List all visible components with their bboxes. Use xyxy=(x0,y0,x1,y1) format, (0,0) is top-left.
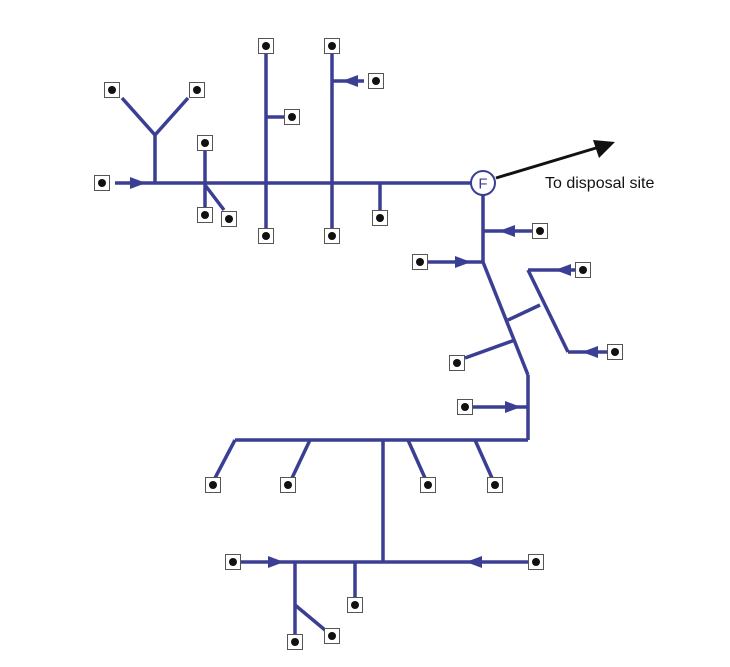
source-node-dot xyxy=(351,601,359,609)
source-node-dot xyxy=(416,258,424,266)
flow-direction-arrow xyxy=(268,556,284,568)
source-node xyxy=(197,135,213,151)
source-node-dot xyxy=(328,632,336,640)
pipe-segment xyxy=(526,269,570,353)
source-node xyxy=(197,207,213,223)
destination-arrow xyxy=(495,140,615,180)
source-node-dot xyxy=(229,558,237,566)
source-node xyxy=(258,228,274,244)
source-node-dot xyxy=(108,86,116,94)
pipe-segment xyxy=(293,603,327,632)
source-node xyxy=(324,38,340,54)
source-node xyxy=(221,211,237,227)
source-node xyxy=(258,38,274,54)
source-node xyxy=(205,477,221,493)
flow-direction-arrow xyxy=(555,264,571,276)
source-node-dot xyxy=(424,481,432,489)
source-nodes xyxy=(94,38,623,650)
flow-direction-arrow xyxy=(582,346,598,358)
flow-direction-arrow xyxy=(499,225,515,237)
source-node-dot xyxy=(284,481,292,489)
source-node-dot xyxy=(491,481,499,489)
pipe-segment xyxy=(481,261,530,376)
flow-direction-arrow xyxy=(505,401,521,413)
filter-node-circle xyxy=(470,170,496,196)
source-node xyxy=(324,628,340,644)
source-node-dot xyxy=(201,211,209,219)
source-node xyxy=(280,477,296,493)
source-node xyxy=(532,223,548,239)
source-node xyxy=(284,109,300,125)
source-node-dot xyxy=(611,348,619,356)
pipe-segment xyxy=(290,439,312,479)
flow-direction-arrow xyxy=(466,556,482,568)
pipe-segment xyxy=(473,439,494,479)
source-node xyxy=(94,175,110,191)
source-node-dot xyxy=(209,481,217,489)
source-node-dot xyxy=(328,42,336,50)
source-node-dot xyxy=(372,77,380,85)
source-node xyxy=(347,597,363,613)
source-node xyxy=(487,477,503,493)
pipe-segment xyxy=(406,439,427,479)
source-node-dot xyxy=(193,86,201,94)
destination-label: To disposal site xyxy=(545,175,654,192)
source-node xyxy=(607,344,623,360)
flow-direction-arrow xyxy=(130,177,146,189)
source-node-dot xyxy=(291,638,299,646)
source-node xyxy=(189,82,205,98)
source-node-dot xyxy=(201,139,209,147)
pipe-segment xyxy=(213,439,237,479)
source-node-dot xyxy=(328,232,336,240)
source-node-dot xyxy=(98,179,106,187)
source-node-dot xyxy=(262,42,270,50)
pipe-segment xyxy=(120,96,157,137)
source-node-dot xyxy=(532,558,540,566)
flow-direction-arrow xyxy=(455,256,471,268)
destination-arrow-head xyxy=(593,140,615,158)
source-node xyxy=(457,399,473,415)
pipe-segment xyxy=(153,96,190,137)
source-node xyxy=(420,477,436,493)
source-node xyxy=(287,634,303,650)
source-node xyxy=(528,554,544,570)
flow-direction-arrow xyxy=(342,75,358,87)
flow-arrows xyxy=(130,75,598,568)
pipe-segment xyxy=(507,303,541,322)
source-node xyxy=(449,355,465,371)
pipe-network xyxy=(115,46,607,635)
filter-node-label: F xyxy=(478,176,487,193)
source-node-dot xyxy=(288,113,296,121)
source-node-dot xyxy=(225,215,233,223)
source-node-dot xyxy=(262,232,270,240)
source-node xyxy=(324,228,340,244)
source-node-dot xyxy=(376,214,384,222)
source-node xyxy=(368,73,384,89)
source-node-dot xyxy=(461,403,469,411)
source-node-dot xyxy=(453,359,461,367)
pipe-segment xyxy=(203,183,226,212)
filter-node: F xyxy=(470,170,496,196)
source-node xyxy=(104,82,120,98)
source-node xyxy=(372,210,388,226)
source-node xyxy=(412,254,428,270)
source-node-dot xyxy=(579,266,587,274)
source-node xyxy=(225,554,241,570)
source-node-dot xyxy=(536,227,544,235)
pipe-segment xyxy=(464,338,516,360)
source-node xyxy=(575,262,591,278)
destination-arrow-line xyxy=(495,146,597,180)
